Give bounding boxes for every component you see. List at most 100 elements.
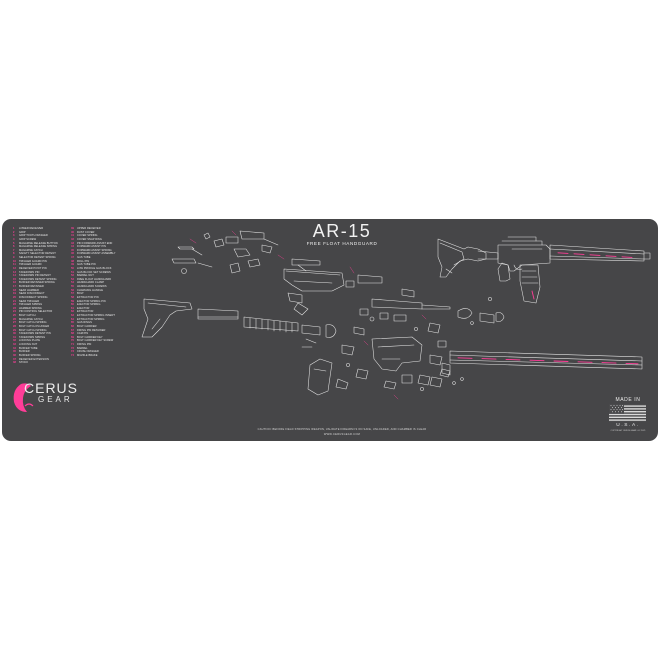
part-name: MUZZLE BRAKE (77, 353, 98, 357)
part-name: HANDGUARD SCREWS (77, 285, 107, 288)
part-number: 66 (71, 324, 74, 328)
list-item: 4 GRIP SCREW (13, 238, 58, 242)
part-name: COVER SNAP RING (77, 237, 102, 241)
part-number: 47 (71, 256, 74, 259)
part-name: TAKEDOWN DETENT SPRING (19, 277, 57, 281)
part-name: LOCKING PLATE (19, 339, 41, 343)
part-name: STOCK (19, 361, 29, 365)
part-number: 52 (71, 274, 74, 278)
part-number: 14 (13, 274, 16, 278)
part-name: TAKEDOWN DETENT PIN (19, 332, 51, 336)
part-name: LOCKING NUT (19, 343, 38, 346)
part-name: SEAR HAMMER (19, 288, 39, 292)
part-number: 3 (13, 234, 15, 238)
part-number: 20 (13, 295, 16, 299)
exploded-lower (141, 298, 451, 396)
part-name: DUST COVER (77, 230, 95, 234)
ar15-rifle-diagram (141, 230, 651, 400)
part-name: FIRING PIN (77, 343, 92, 346)
part-name: GRIP SCREW (19, 237, 37, 241)
part-name: FORWARD ASSIST ASSEMBLY (77, 252, 116, 256)
part-number: 4 (13, 237, 15, 241)
part-name: BOLT CATCH (19, 314, 36, 317)
caution-text: CAUTION: BEFORE FIELD STRIPPING WEAPON, … (257, 428, 427, 431)
part-number: 11 (13, 263, 16, 267)
part-name: EJECTOR SPRING (77, 303, 101, 307)
part-number: 21 (13, 299, 16, 303)
usa-label: U.S.A. (616, 423, 640, 428)
cerus-gear-logo-icon (13, 383, 34, 412)
part-name: MAGAZINE RELEASE SPRING (19, 245, 58, 249)
made-in-label: MADE IN (615, 397, 641, 403)
part-number: 27 (13, 321, 16, 325)
part-name: RECEIVER PIVOT PIN (19, 266, 47, 270)
part-name: TRIGGER GUARD PIN (19, 259, 47, 263)
part-number: 65 (71, 321, 74, 325)
part-number: 32 (13, 339, 16, 343)
part-name: FORWARD ASSIST SPRING (77, 248, 112, 252)
part-number: 6 (13, 245, 15, 249)
part-name: TRIGGER SPRING (19, 303, 43, 307)
part-name: EXTRACTOR SPRING INSERT (77, 314, 115, 317)
part-name: RECEIVER EXTENSION (19, 357, 49, 361)
part-number: 33 (13, 343, 16, 346)
part-number: 12 (13, 266, 16, 270)
part-name: BUFFER RETAINER (19, 285, 44, 288)
part-name: MAGAZINE RELEASE BUTTON (19, 241, 58, 245)
part-name: SEAR TRIGGER (19, 299, 40, 303)
title-block: AR-15 FREE FLOAT HANDGUARD (272, 222, 412, 246)
part-name: BUFFER SPRING (19, 353, 41, 357)
part-number: 43 (71, 241, 74, 245)
part-number: 25 (13, 314, 16, 317)
part-number: 36 (13, 353, 16, 357)
part-name: SELECTOR DETENT SPRING (19, 256, 56, 259)
part-name: UPPER RECEIVER (77, 227, 101, 230)
part-number: 42 (71, 237, 74, 241)
part-name: HANDGUARD CLAMP (77, 281, 105, 285)
part-name: HAMMER SPRING (19, 306, 42, 310)
website-text: WWW.CERUSGEAR.COM (323, 433, 361, 436)
part-number: 68 (71, 332, 74, 336)
part-number: 61 (71, 306, 74, 310)
part-name: COVER SPRING (77, 234, 98, 238)
part-number: 49 (71, 263, 74, 267)
part-name: GRIP (19, 230, 26, 234)
part-name: BUFFER TUBE (19, 346, 38, 350)
part-name: TRIGGER GUARD (19, 263, 42, 267)
part-number: 73 (71, 350, 74, 354)
part-name: FORWARD ASSIST PIN (77, 245, 106, 249)
part-number: 70 (71, 339, 74, 343)
